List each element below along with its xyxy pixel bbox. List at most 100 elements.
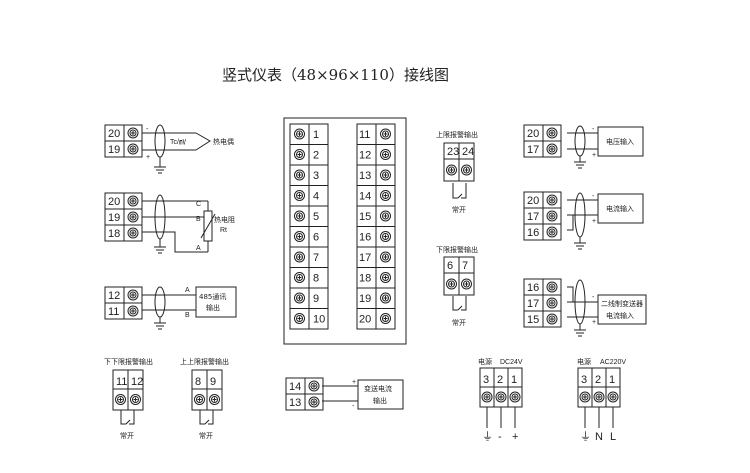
screw-terminal-icon <box>546 281 558 293</box>
terminal-7: 7 <box>289 246 329 268</box>
terminal-3: 3 <box>577 367 593 408</box>
terminal-17: 17 <box>523 294 562 312</box>
screw-terminal-icon <box>380 169 391 181</box>
tc-sign-neg: - <box>146 126 149 133</box>
screw-terminal-icon <box>127 289 139 301</box>
terminal-1: 1 <box>507 367 523 408</box>
terminal-number: 17 <box>527 211 539 223</box>
terminal-3: 3 <box>289 164 329 186</box>
terminal-7: 7 <box>458 256 475 296</box>
power-dc-spec: DC24V <box>500 359 523 366</box>
current-device-label: 电流输入 <box>606 204 634 213</box>
upper-alarm-title: 上限报警输出 <box>436 130 478 139</box>
lower-alarm-title: 下限报警输出 <box>436 245 478 254</box>
screw-terminal-icon <box>607 391 619 403</box>
tc-device-label: 热电偶 <box>213 137 234 146</box>
screw-terminal-icon <box>130 394 141 405</box>
screw-terminal-icon <box>194 394 205 405</box>
terminal-number: 4 <box>313 191 319 203</box>
terminal-number: 1 <box>511 374 517 386</box>
terminal-13: 13 <box>356 164 396 186</box>
terminal-number: 2 <box>313 150 319 162</box>
screw-terminal-icon <box>380 210 391 222</box>
rtd-device-label: 热电阻 <box>214 215 235 224</box>
screw-terminal-icon <box>115 394 126 405</box>
transmitter-sign-pos: + <box>592 319 596 326</box>
screw-terminal-icon <box>579 391 591 403</box>
tc-type-label: Tc/㎷ <box>170 138 186 146</box>
terminal-12: 12 <box>104 286 143 304</box>
ground-icon <box>154 246 166 254</box>
screw-terminal-icon <box>380 231 391 242</box>
lowlow-alarm-title: 下下限报警输出 <box>104 357 153 366</box>
diagram-title: 竖式仪表（48×96×110）接线图 <box>222 66 449 84</box>
terminal-number: 19 <box>359 293 371 305</box>
terminal-number: 7 <box>313 252 319 264</box>
screw-terminal-icon <box>294 169 305 181</box>
screw-terminal-icon <box>294 149 305 160</box>
terminal-19: 19 <box>104 208 143 226</box>
transmit-sign-neg: - <box>352 403 355 410</box>
screw-terminal-icon <box>481 391 493 403</box>
terminal-14: 14 <box>356 185 396 207</box>
terminal-17: 17 <box>356 246 396 268</box>
current-sign-pos: + <box>592 218 596 225</box>
terminal-number: 20 <box>108 196 120 208</box>
terminal-16: 16 <box>523 278 562 296</box>
terminal-10: 10 <box>289 308 329 330</box>
rs485-device-line1: 485通讯 <box>199 292 226 301</box>
terminal-6: 6 <box>443 256 460 296</box>
voltage-sign-neg: - <box>592 126 595 133</box>
terminal-number: 3 <box>483 374 489 386</box>
terminal-12: 12 <box>127 369 144 411</box>
terminal-20: 20 <box>104 124 143 142</box>
terminal-number: 16 <box>359 232 371 244</box>
screw-terminal-icon <box>127 143 139 155</box>
terminal-number: 2 <box>497 374 503 386</box>
highhigh-alarm-contact: 常开 <box>199 431 213 440</box>
terminal-18: 18 <box>104 224 143 242</box>
terminal-2: 2 <box>591 367 607 408</box>
voltage-sign-pos: + <box>592 152 596 159</box>
highhigh-alarm-title: 上上限报警输出 <box>180 357 229 366</box>
screw-terminal-icon <box>127 227 139 239</box>
terminal-number: 20 <box>527 195 539 207</box>
screw-terminal-icon <box>380 251 391 263</box>
terminal-number: 6 <box>313 232 319 244</box>
screw-terminal-icon <box>308 380 320 392</box>
ground-icon <box>154 322 166 330</box>
screw-terminal-icon <box>546 143 558 155</box>
terminal-number: 19 <box>108 144 120 156</box>
terminal-3: 3 <box>479 367 495 408</box>
terminal-4: 4 <box>289 185 329 207</box>
terminal-20: 20 <box>104 192 143 210</box>
rs485-device-box <box>195 286 237 318</box>
terminal-number: 13 <box>359 170 371 182</box>
terminal-number: 17 <box>527 298 539 310</box>
transmit-device-line2: 输出 <box>373 396 387 405</box>
screw-terminal-icon <box>546 127 558 139</box>
screw-terminal-icon <box>509 391 521 403</box>
screw-terminal-icon <box>294 210 305 222</box>
terminal-16: 16 <box>523 223 562 241</box>
terminal-23: 23 <box>443 142 460 182</box>
terminal-9: 9 <box>206 369 223 411</box>
terminal-12: 12 <box>356 144 396 166</box>
terminal-number: 12 <box>131 376 143 388</box>
rtd-wire-c: C <box>196 201 201 208</box>
screw-terminal-icon <box>546 297 558 309</box>
terminal-number: 18 <box>359 273 371 285</box>
screw-terminal-icon <box>380 128 391 140</box>
screw-terminal-icon <box>127 211 139 223</box>
terminal-16: 16 <box>356 226 396 248</box>
terminal-number: 16 <box>527 227 539 239</box>
terminal-number: 3 <box>581 374 587 386</box>
